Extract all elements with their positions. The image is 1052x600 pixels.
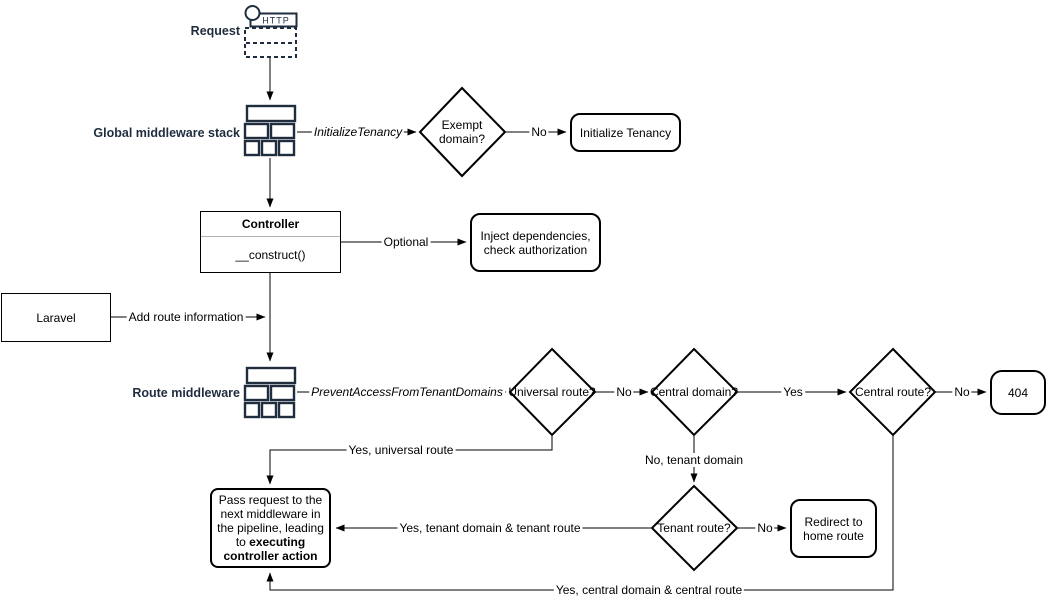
- error-404-box: 404: [990, 370, 1046, 415]
- pass-request-normal: Pass request to the next middleware in t…: [217, 493, 324, 549]
- middleware-stack-icon-route: [243, 366, 297, 419]
- initialize-tenancy-box: Initialize Tenancy: [570, 113, 681, 152]
- http-icon-text: HTTP: [262, 16, 290, 26]
- edge-label-tenant-route-no: No: [755, 521, 775, 535]
- pass-request-bold: executing controller action: [223, 535, 318, 563]
- controller-class-box: Controller __construct(): [200, 211, 341, 273]
- edge-label-exempt-no: No: [529, 125, 549, 139]
- edge-label-yes-universal-route: Yes, universal route: [346, 443, 456, 457]
- tenant-route-diamond: [650, 484, 739, 572]
- controller-construct-method: __construct(): [235, 247, 306, 262]
- exempt-domain-label: Exempt domain?: [438, 118, 486, 146]
- central-domain-diamond: [650, 347, 739, 437]
- edge-label-no-tenant-domain: No, tenant domain: [642, 453, 746, 467]
- route-middleware-label: Route middleware: [132, 386, 240, 400]
- redirect-home-box: Redirect to home route: [790, 499, 877, 558]
- edge-label-yes-central-domain-route: Yes, central domain & central route: [553, 583, 745, 597]
- laravel-box: Laravel: [1, 293, 111, 342]
- edge-label-central-domain-yes: Yes: [781, 385, 805, 399]
- edge-label-universal-no: No: [614, 385, 634, 399]
- pass-request-box: Pass request to the next middleware in t…: [210, 488, 331, 568]
- request-label: Request: [190, 24, 240, 38]
- universal-route-label: Universal route?: [508, 385, 596, 399]
- edge-label-add-route-information: Add route information: [126, 310, 246, 324]
- edge-label-initialize-tenancy: InitializeTenancy: [311, 125, 405, 139]
- diamonds-group: [418, 86, 937, 572]
- central-domain-label: Central domain?: [649, 385, 739, 399]
- middleware-stack-icon-global: [243, 104, 297, 157]
- edge-label-optional: Optional: [381, 235, 431, 249]
- edge-label-yes-tenant-domain-route: Yes, tenant domain & tenant route: [397, 521, 583, 535]
- tenant-route-label: Tenant route?: [657, 521, 731, 535]
- central-route-label: Central route?: [854, 385, 932, 399]
- pass-request-text: Pass request to the next middleware in t…: [214, 493, 327, 563]
- central-route-diamond: [848, 347, 937, 437]
- http-request-icon: HTTP: [244, 5, 298, 58]
- controller-title: Controller: [201, 212, 340, 237]
- exempt-domain-diamond: [418, 86, 507, 178]
- global-middleware-label: Global middleware stack: [93, 126, 240, 140]
- universal-route-diamond: [508, 347, 597, 437]
- inject-dependencies-box: Inject dependencies, check authorization: [470, 213, 601, 272]
- edge-label-prevent-access: PreventAccessFromTenantDomains: [309, 385, 505, 399]
- edge-label-central-route-no: No: [952, 385, 972, 399]
